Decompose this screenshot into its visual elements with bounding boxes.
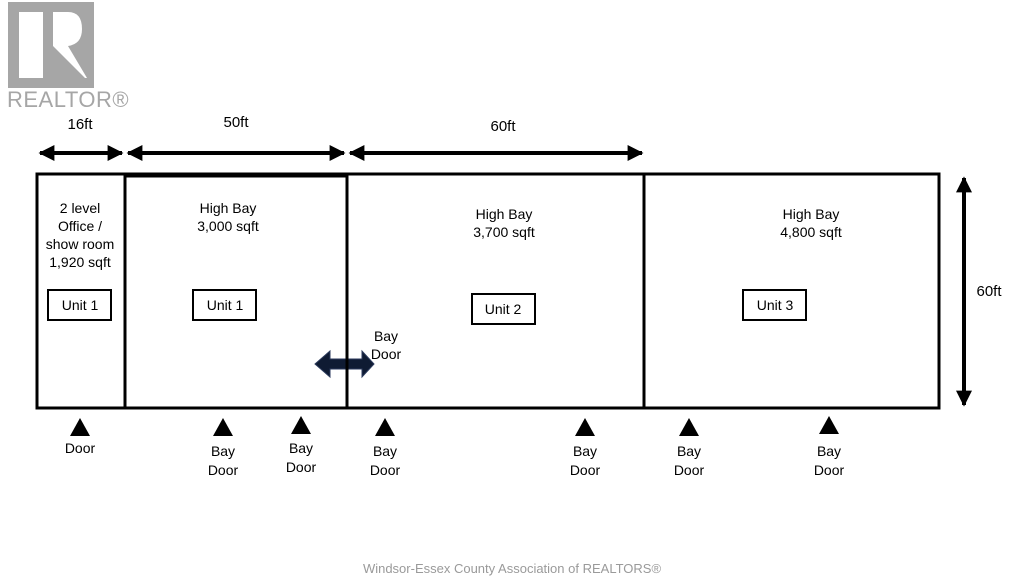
svg-text:Door: Door — [208, 462, 239, 478]
svg-text:Door: Door — [370, 462, 401, 478]
svg-text:High Bay: High Bay — [200, 200, 257, 216]
depth-label: 60ft — [976, 283, 1002, 300]
office-width-label: 16ft — [67, 116, 93, 133]
door-0: Door — [65, 418, 96, 456]
svg-text:Door: Door — [570, 462, 601, 478]
unit-badge: Unit 1 — [62, 297, 99, 313]
svg-text:Door: Door — [286, 459, 317, 475]
svg-text:Door: Door — [65, 440, 96, 456]
door-3: Bay Door — [370, 418, 401, 478]
door-1: Bay Door — [208, 418, 239, 478]
svg-text:Bay: Bay — [289, 440, 313, 456]
svg-text:Office /: Office / — [58, 218, 102, 234]
room-unit1: High Bay 3,000 sqft Unit 1 — [192, 200, 259, 321]
room-unit3: High Bay 4,800 sqft Unit 3 — [742, 206, 842, 321]
door-5: Bay Door — [674, 418, 705, 478]
double-arrow-icon — [314, 349, 375, 379]
interior-bay-door: Bay Door — [314, 328, 402, 390]
door-6: Bay Door — [814, 416, 845, 478]
svg-text:Bay: Bay — [374, 328, 398, 344]
door-triangle-icon — [291, 416, 311, 434]
door-triangle-icon — [375, 418, 395, 436]
unit-badge: Unit 1 — [207, 297, 244, 313]
door-triangle-icon — [213, 418, 233, 436]
svg-text:Bay: Bay — [573, 443, 597, 459]
svg-text:High Bay: High Bay — [476, 206, 533, 222]
watermark: Windsor-Essex County Association of REAL… — [363, 561, 662, 576]
door-triangle-icon — [819, 416, 839, 434]
unit-badge: Unit 3 — [757, 297, 794, 313]
room-unit2: High Bay 3,700 sqft Unit 2 — [471, 206, 536, 325]
svg-text:2 level: 2 level — [60, 200, 100, 216]
svg-text:Door: Door — [814, 462, 845, 478]
svg-text:4,800 sqft: 4,800 sqft — [780, 224, 842, 240]
unit-badge: Unit 2 — [485, 301, 522, 317]
svg-text:High Bay: High Bay — [783, 206, 840, 222]
svg-text:Bay: Bay — [817, 443, 841, 459]
svg-text:3,700 sqft: 3,700 sqft — [473, 224, 535, 240]
door-triangle-icon — [575, 418, 595, 436]
logo-text: REALTOR® — [7, 87, 129, 112]
svg-text:Bay: Bay — [677, 443, 701, 459]
unit2-width-label: 60ft — [490, 118, 516, 135]
door-4: Bay Door — [570, 418, 601, 478]
door-triangle-icon — [70, 418, 90, 436]
svg-text:show room: show room — [46, 236, 114, 252]
dimension-arrows — [38, 145, 972, 407]
svg-text:Bay: Bay — [373, 443, 397, 459]
svg-text:3,000 sqft: 3,000 sqft — [197, 218, 259, 234]
realtor-logo: REALTOR® — [7, 2, 129, 112]
svg-text:Bay: Bay — [211, 443, 235, 459]
room-office: 2 level Office / show room 1,920 sqft Un… — [46, 200, 114, 321]
door-2: Bay Door — [286, 416, 317, 475]
door-triangle-icon — [679, 418, 699, 436]
svg-text:Door: Door — [371, 346, 402, 362]
unit1-width-label: 50ft — [223, 114, 249, 131]
svg-text:Door: Door — [674, 462, 705, 478]
svg-text:1,920 sqft: 1,920 sqft — [49, 254, 111, 270]
